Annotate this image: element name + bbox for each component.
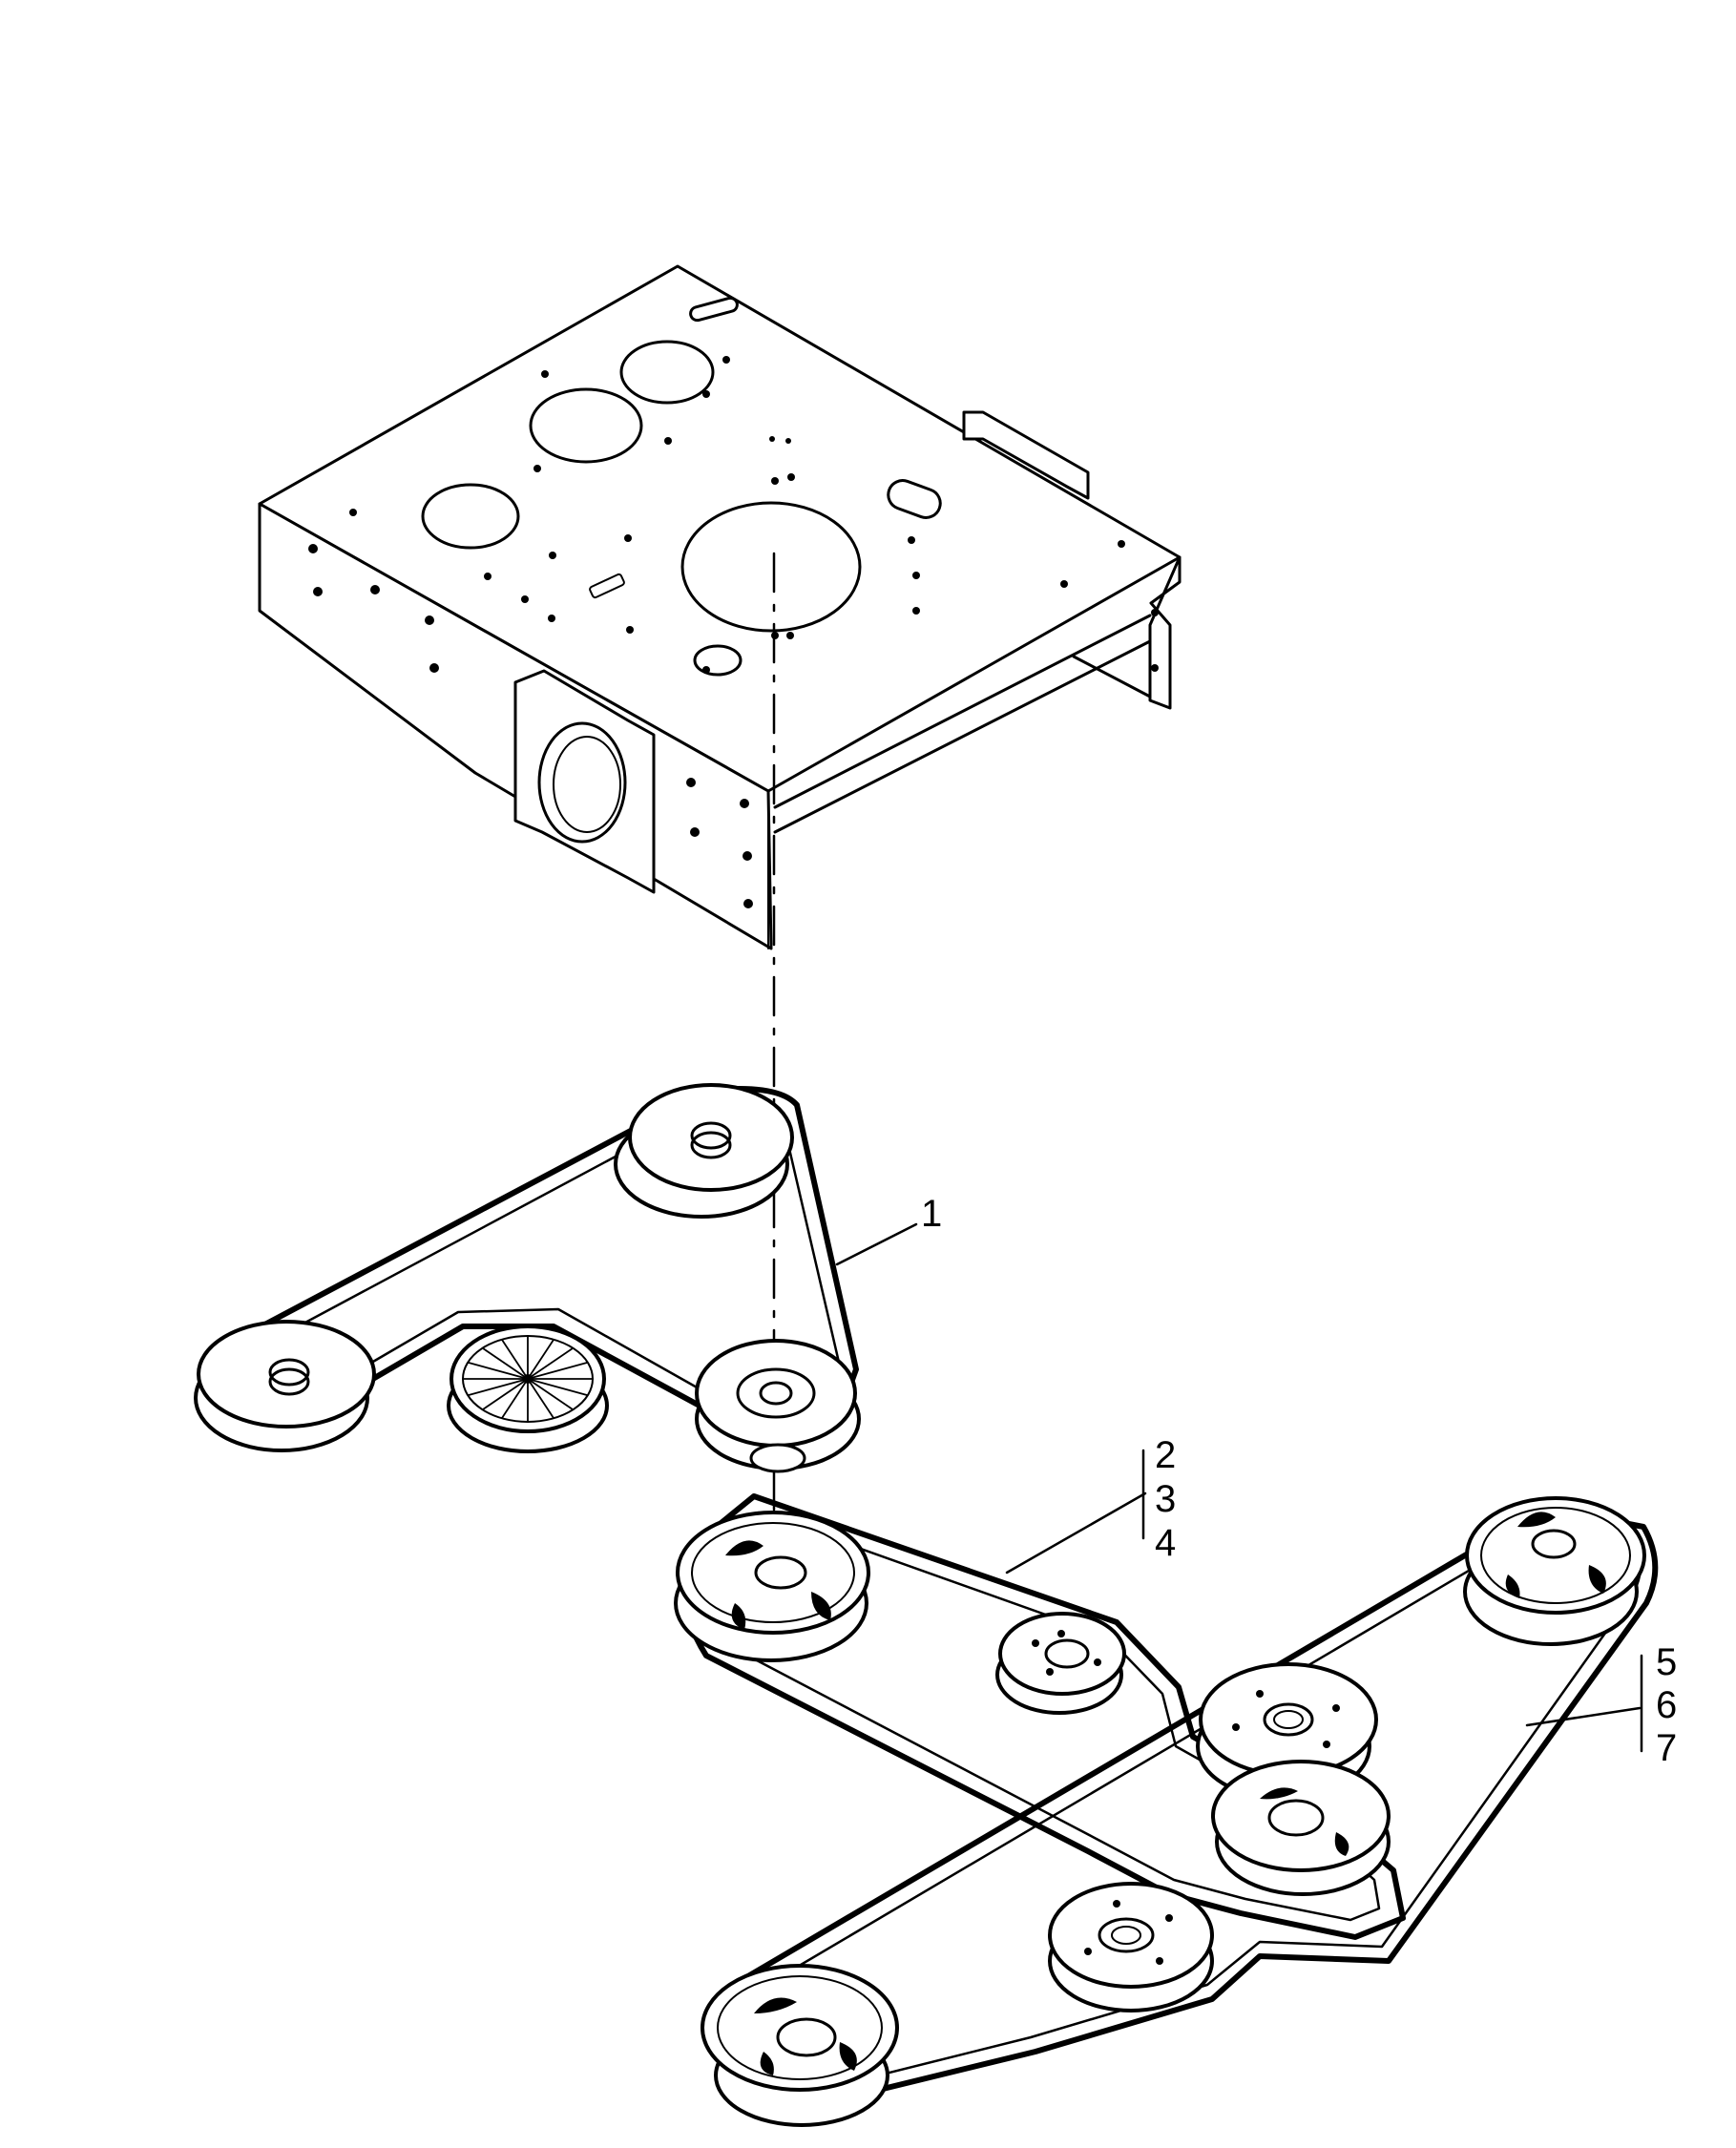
- bracket-bore: [537, 721, 627, 844]
- plate-slot-2: [689, 296, 739, 323]
- plate-hole-3: [619, 340, 715, 405]
- pulley-axis: [695, 1339, 861, 1473]
- pulley-left: [194, 1320, 376, 1452]
- pulley-fan-left: [674, 1511, 870, 1662]
- belt-assembly-1: [194, 1083, 861, 1473]
- plate-hole-4: [693, 644, 743, 677]
- callout-6: 6: [1656, 1684, 1677, 1726]
- callout-1: 1: [921, 1193, 942, 1235]
- belt-assembly-lower: [674, 1493, 1659, 2127]
- plate-fastener-holes: [349, 356, 1125, 674]
- callout-4: 4: [1155, 1522, 1176, 1564]
- plate-slot-3: [589, 573, 625, 599]
- frame-right-flange: [1148, 555, 1182, 710]
- leader-1: [835, 1222, 918, 1266]
- idler-lower-center: [1048, 1882, 1214, 2012]
- callout-2: 2: [1155, 1434, 1176, 1476]
- frame-back-bracket: [962, 410, 1090, 500]
- plate-slot-1: [887, 479, 942, 519]
- pulley-fan-right: [1463, 1496, 1646, 1646]
- callout-3: 3: [1155, 1478, 1176, 1520]
- plate-hole-2: [421, 483, 520, 550]
- pulley-fan-bottom: [701, 1964, 899, 2127]
- chassis-frame: [258, 264, 1182, 950]
- leader-2-4: [1005, 1491, 1147, 1575]
- pulley-top: [614, 1083, 794, 1219]
- leader-5-7: [1525, 1706, 1642, 1727]
- side-wall-holes: [308, 544, 1159, 908]
- idler-center: [995, 1612, 1126, 1715]
- plate-hole-1: [529, 387, 643, 464]
- idler-spoked: [447, 1324, 609, 1453]
- plate-hole-large: [680, 501, 862, 633]
- callout-7: 7: [1656, 1727, 1677, 1769]
- callout-5: 5: [1656, 1641, 1677, 1683]
- pulley-lower-right: [1211, 1760, 1391, 1896]
